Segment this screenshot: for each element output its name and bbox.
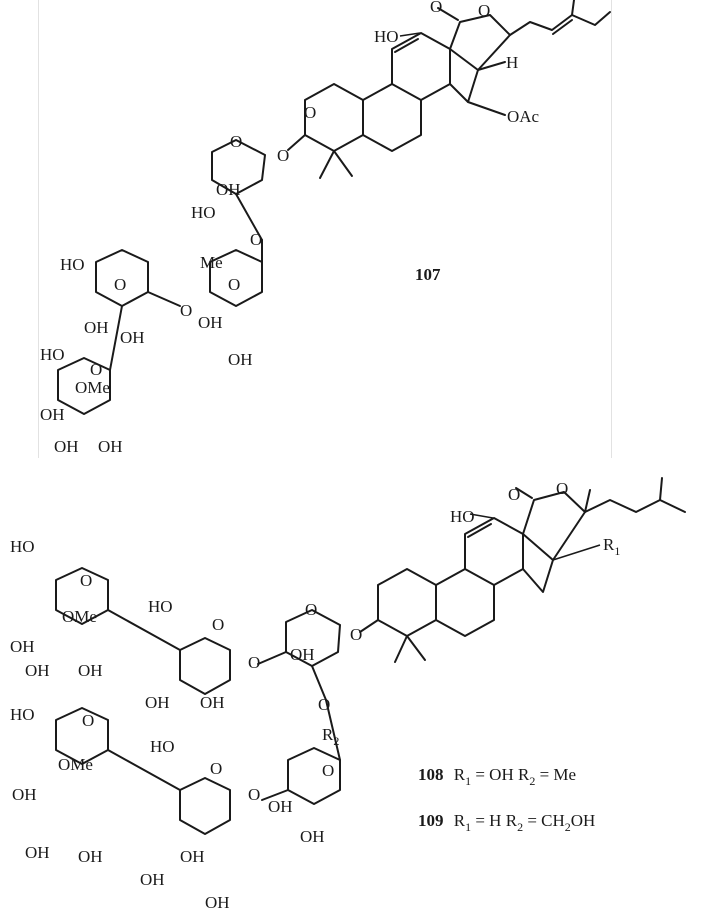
atom-o-carbonyl: O	[430, 0, 442, 16]
atom-o: O	[80, 571, 92, 590]
atom-o-xyl: O	[230, 132, 242, 151]
atom-o: O	[114, 275, 126, 294]
atom-o-ring: O	[478, 1, 490, 20]
atom-oh: OH	[98, 437, 123, 456]
atom-oac: OAc	[507, 107, 540, 126]
atom-ome: OMe	[75, 378, 110, 397]
atom-oh: OH	[40, 405, 65, 424]
atom-ho: HO	[450, 507, 475, 526]
atom-ho: HO	[40, 345, 65, 364]
atom-oh: OH	[140, 870, 165, 889]
atom-ome: OMe	[58, 755, 93, 774]
atom-o: O	[82, 711, 94, 730]
legend-108: 108 R1 = OH R2 = Me	[418, 765, 576, 788]
atom-o: O	[304, 103, 316, 122]
atom-o: O	[180, 301, 192, 320]
svg-text:R2: R2	[322, 725, 339, 748]
atom-o: O	[248, 653, 260, 672]
atom-o-glyc: O	[350, 625, 362, 644]
atom-ho: HO	[60, 255, 85, 274]
atom-ho: HO	[150, 737, 175, 756]
atom-o-glyc: O	[277, 146, 289, 165]
atom-oh: OH	[205, 893, 230, 912]
atom-o: O	[322, 761, 334, 780]
r2-label: R2	[322, 725, 339, 748]
atom-me: Me	[200, 253, 223, 272]
atom-oh: OH	[216, 180, 241, 199]
atom-oh: OH	[10, 637, 35, 656]
atom-oh: OH	[120, 328, 145, 347]
atom-o: O	[318, 695, 330, 714]
atom-oh: OH	[290, 645, 315, 664]
atom-oh: OH	[200, 693, 225, 712]
atom-oh: OH	[268, 797, 293, 816]
svg-text:R1: R1	[603, 535, 620, 558]
atom-oh: OH	[25, 843, 50, 862]
atom-oh: OH	[78, 847, 103, 866]
atom-oh: OH	[228, 350, 253, 369]
atom-oh: OH	[25, 661, 50, 680]
svg-text:108 R1 = OH R2 = Me: 108 R1 = OH R2 = Me	[418, 765, 576, 788]
atom-oh: OH	[300, 827, 325, 846]
atom-oh: OH	[84, 318, 109, 337]
atom-o: O	[305, 600, 317, 619]
compound-id-107: 107	[415, 265, 441, 284]
atom-ho: HO	[10, 537, 35, 556]
legend-109: 109 R1 = H R2 = CH2OH	[418, 811, 595, 834]
r1-label: R1	[603, 535, 620, 558]
atom-o: O	[228, 275, 240, 294]
atom-oh: OH	[145, 693, 170, 712]
atom-o: O	[248, 785, 260, 804]
compound-107-structure: O HO O O H OAc O O OH HO O Me O O OH OH …	[40, 0, 611, 456]
atom-o-ring: O	[556, 479, 568, 498]
atom-o: O	[250, 230, 262, 249]
atom-o: O	[210, 759, 222, 778]
svg-text:109 R1 = H R2 = CH2O: 109 R1 = H R2 = CH2OH	[418, 811, 595, 834]
compound-108-109-structure: O O HO R1 O O OH O O HO O OMe OH OH OH H…	[10, 477, 686, 912]
atom-ho: HO	[148, 597, 173, 616]
atom-o: O	[212, 615, 224, 634]
atom-oh: OH	[180, 847, 205, 866]
atom-ho: HO	[191, 203, 216, 222]
atom-ho: HO	[10, 705, 35, 724]
atom-ome: OMe	[62, 607, 97, 626]
atom-o-carbonyl: O	[508, 485, 520, 504]
atom-oh: OH	[54, 437, 79, 456]
atom-oh: OH	[12, 785, 37, 804]
atom-o: O	[90, 360, 102, 379]
atom-oh: OH	[198, 313, 223, 332]
atom-oh: OH	[78, 661, 103, 680]
atom-h: H	[506, 53, 518, 72]
compound-107-panel	[38, 0, 612, 458]
atom-ho: HO	[374, 27, 399, 46]
